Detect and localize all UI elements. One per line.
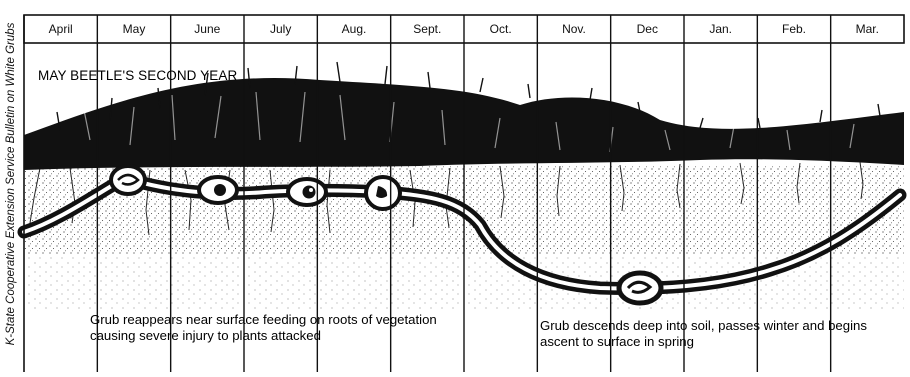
grub-aug bbox=[366, 177, 400, 209]
caption-surface-feeding: Grub reappears near surface feeding on r… bbox=[90, 312, 510, 344]
diagram-title: MAY BEETLE'S SECOND YEAR bbox=[38, 68, 237, 83]
month-label-june: June bbox=[171, 17, 244, 41]
grub-winter bbox=[619, 273, 661, 303]
caption-deep-line-1: Grub descends deep into soil, passes win… bbox=[540, 318, 880, 334]
month-label-oct: Oct. bbox=[464, 17, 537, 41]
grub-july bbox=[288, 179, 326, 205]
caption-surface-line-1: Grub reappears near surface feeding on r… bbox=[90, 312, 510, 328]
month-label-dec: Dec bbox=[611, 17, 684, 41]
month-label-feb: Feb. bbox=[757, 17, 830, 41]
grub-may bbox=[111, 166, 145, 194]
caption-surface-line-2: causing severe injury to plants attacked bbox=[90, 328, 510, 344]
month-label-july: July bbox=[244, 17, 317, 41]
month-label-aug: Aug. bbox=[317, 17, 390, 41]
month-label-sept: Sept. bbox=[391, 17, 464, 41]
month-label-nov: Nov. bbox=[537, 17, 610, 41]
month-label-mar: Mar. bbox=[831, 17, 904, 41]
month-label-may: May bbox=[97, 17, 170, 41]
caption-deep-wintering: Grub descends deep into soil, passes win… bbox=[540, 318, 880, 350]
month-label-april: April bbox=[24, 17, 97, 41]
month-label-jan: Jan. bbox=[684, 17, 757, 41]
side-credit-text: K-State Cooperative Extension Service Bu… bbox=[2, 0, 20, 369]
caption-deep-line-2: ascent to surface in spring bbox=[540, 334, 880, 350]
grub-june bbox=[199, 177, 237, 203]
